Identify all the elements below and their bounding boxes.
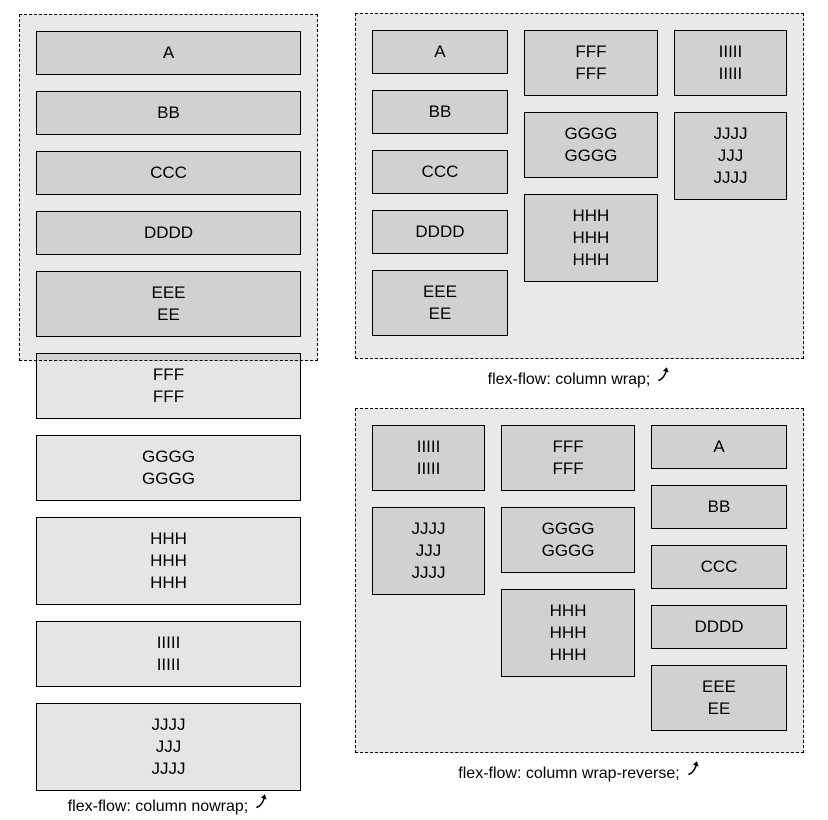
flex-line-3: IIIII IIIII JJJJ JJJ JJJJ [364,417,493,603]
caption-text: flex-flow: column wrap-reverse; [458,765,680,782]
flex-item-h: HHH HHH HHH [523,194,658,282]
flex-item-j: JJJJ JJJ JJJJ [372,507,486,595]
flex-item-g: GGGG GGGG [36,435,301,501]
flex-item-i: IIIII IIIII [372,425,486,491]
flex-item-j: JJJJ JJJ JJJJ [36,703,301,791]
flex-item-g: GGGG GGGG [523,112,658,178]
flex-line-1: A BB CCC DDDD EEE EE [364,22,516,344]
flex-item-c: CCC [36,151,301,195]
caption-text: flex-flow: column nowrap; [67,798,249,815]
flex-line-3: IIIII IIIII JJJJ JJJ JJJJ [666,22,795,208]
flex-item-i: IIIII IIIII [36,621,301,687]
flex-item-j: JJJJ JJJ JJJJ [673,112,787,200]
flex-item-c: CCC [651,545,787,589]
flex-line-2: FFF FFF GGGG GGGG HHH HHH HHH [516,22,666,290]
flex-container-column-nowrap: A BB CCC DDDD EEE EE FFF FFF GGGG GGGG H… [19,14,318,791]
flex-item-a: A [372,30,508,74]
flex-item-d: DDDD [372,210,508,254]
flex-item-d: DDDD [651,605,787,649]
flex-item-a: A [36,31,301,75]
flex-item-b: BB [36,91,301,135]
curved-up-right-arrow-icon [686,760,701,783]
flex-container-column-wrap-reverse: IIIII IIIII JJJJ JJJ JJJJ FFF FFF GGGG G… [355,408,804,753]
flex-item-b: BB [372,90,508,134]
flex-item-e: EEE EE [372,270,508,336]
flex-line-1: A BB CCC DDDD EEE EE [643,417,795,739]
flex-item-e: EEE EE [651,665,787,731]
flex-item-g: GGGG GGGG [501,507,636,573]
flex-container-column-wrap: A BB CCC DDDD EEE EE FFF FFF GGGG GGGG H… [355,13,804,359]
flex-item-i: IIIII IIIII [673,30,787,96]
caption-column-wrap-reverse: flex-flow: column wrap-reverse; [355,760,804,784]
flex-item-c: CCC [372,150,508,194]
flex-item-f: FFF FFF [523,30,658,96]
caption-column-wrap: flex-flow: column wrap; [355,366,804,390]
flex-item-d: DDDD [36,211,301,255]
flex-item-b: BB [651,485,787,529]
flex-item-f: FFF FFF [36,353,301,419]
curved-up-right-arrow-icon [254,793,269,816]
flex-item-a: A [651,425,787,469]
flex-item-e: EEE EE [36,271,301,337]
flex-item-f: FFF FFF [501,425,636,491]
curved-up-right-arrow-icon [656,366,671,389]
caption-column-nowrap: flex-flow: column nowrap; [19,793,318,817]
flex-item-h: HHH HHH HHH [501,589,636,677]
flex-line-2: FFF FFF GGGG GGGG HHH HHH HHH [493,417,643,685]
flex-item-h: HHH HHH HHH [36,517,301,605]
caption-text: flex-flow: column wrap; [487,371,651,388]
